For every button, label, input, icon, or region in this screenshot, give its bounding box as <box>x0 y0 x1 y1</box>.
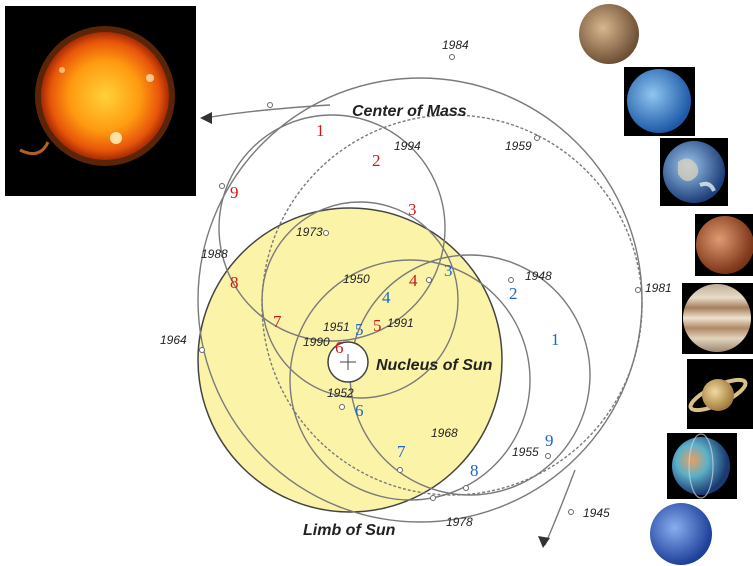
center-of-mass-label: Center of Mass <box>352 103 467 120</box>
year-label: 1988 <box>201 247 228 261</box>
path-arrow-start <box>200 112 212 124</box>
year-label: 1952 <box>327 386 354 400</box>
red-marker: 4 <box>409 271 418 290</box>
year-label: 1990 <box>303 335 330 349</box>
blue-marker: 9 <box>545 431 554 450</box>
center-cross-icon <box>340 354 356 370</box>
blue-marker: 3 <box>444 261 453 280</box>
neptune-thumbnail <box>650 503 712 565</box>
saturn-thumbnail <box>687 359 753 429</box>
year-label: 1994 <box>394 139 421 153</box>
red-marker: 6 <box>335 338 344 357</box>
blue-marker: 5 <box>355 320 364 339</box>
year-label: 1978 <box>446 515 473 529</box>
year-label: 1973 <box>296 225 323 239</box>
red-marker: 9 <box>230 183 239 202</box>
year-label: 1959 <box>505 139 532 153</box>
red-marker: 7 <box>273 312 282 331</box>
mars-thumbnail <box>695 214 753 276</box>
year-label: 1945 <box>583 506 610 520</box>
year-label: 1955 <box>512 445 539 459</box>
blue-marker: 1 <box>551 330 560 349</box>
year-label: 1968 <box>431 426 458 440</box>
path-arrow-end <box>538 536 550 548</box>
earth-thumbnail <box>660 138 728 206</box>
year-dots <box>199 54 641 515</box>
mercury-thumbnail <box>577 3 642 66</box>
sun-photo <box>5 6 196 196</box>
venus-thumbnail <box>624 67 695 136</box>
limb-of-sun-label: Limb of Sun <box>303 522 396 539</box>
nucleus-of-sun-label: Nucleus of Sun <box>376 357 493 374</box>
jupiter-thumbnail <box>682 283 753 354</box>
year-label: 1981 <box>645 281 672 295</box>
year-label: 1950 <box>343 272 370 286</box>
blue-marker: 2 <box>509 284 518 303</box>
red-marker: 2 <box>372 151 381 170</box>
year-label: 1948 <box>525 269 552 283</box>
red-marker: 5 <box>373 316 382 335</box>
blue-marker: 8 <box>470 461 479 480</box>
red-marker: 1 <box>316 121 325 140</box>
uranus-thumbnail <box>667 433 737 499</box>
year-label: 1951 <box>323 320 350 334</box>
red-marker: 8 <box>230 273 239 292</box>
blue-marker: 6 <box>355 401 364 420</box>
blue-marker: 4 <box>382 288 391 307</box>
year-label: 1991 <box>387 316 414 330</box>
blue-marker: 7 <box>397 442 406 461</box>
year-label: 1964 <box>160 333 187 347</box>
red-marker: 3 <box>408 200 417 219</box>
year-label: 1984 <box>442 38 469 52</box>
